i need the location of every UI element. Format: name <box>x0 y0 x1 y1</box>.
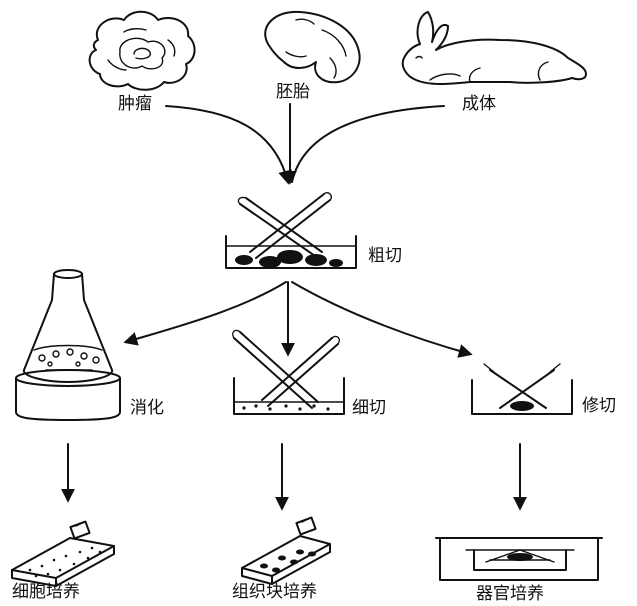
label-tissue-block-culture: 组织块培养 <box>232 582 317 602</box>
rabbit-illustration <box>401 11 587 85</box>
arrow-mince-to-trim <box>291 281 473 358</box>
tissue-block-culture-flask-illustration <box>241 516 331 585</box>
label-organ-culture: 器官培养 <box>476 584 544 604</box>
label-fine-cut: 细切 <box>352 398 386 418</box>
coarse-mince-dish-illustration <box>225 191 357 269</box>
label-coarse-mince: 粗切 <box>368 246 402 266</box>
embryo-illustration <box>264 10 361 84</box>
arrow-adult-to-mince <box>291 105 445 183</box>
label-digestion: 消化 <box>130 398 164 418</box>
label-embryo: 胚胎 <box>276 82 310 102</box>
arrow-mince-to-digest <box>123 281 287 346</box>
tumor-illustration <box>88 10 196 91</box>
digestion-flask-illustration <box>15 269 121 421</box>
arrow-tumor-to-mince <box>165 105 292 185</box>
trim-dish-illustration <box>471 363 573 415</box>
label-trim: 修切 <box>582 396 616 416</box>
cell-culture-flask-illustration <box>11 520 115 587</box>
fine-cut-dish-illustration <box>231 329 345 415</box>
label-cell-culture: 细胞培养 <box>12 582 80 602</box>
label-tumor: 肿瘤 <box>118 94 152 114</box>
organ-culture-dish-illustration <box>435 537 603 581</box>
label-adult: 成体 <box>462 94 496 114</box>
